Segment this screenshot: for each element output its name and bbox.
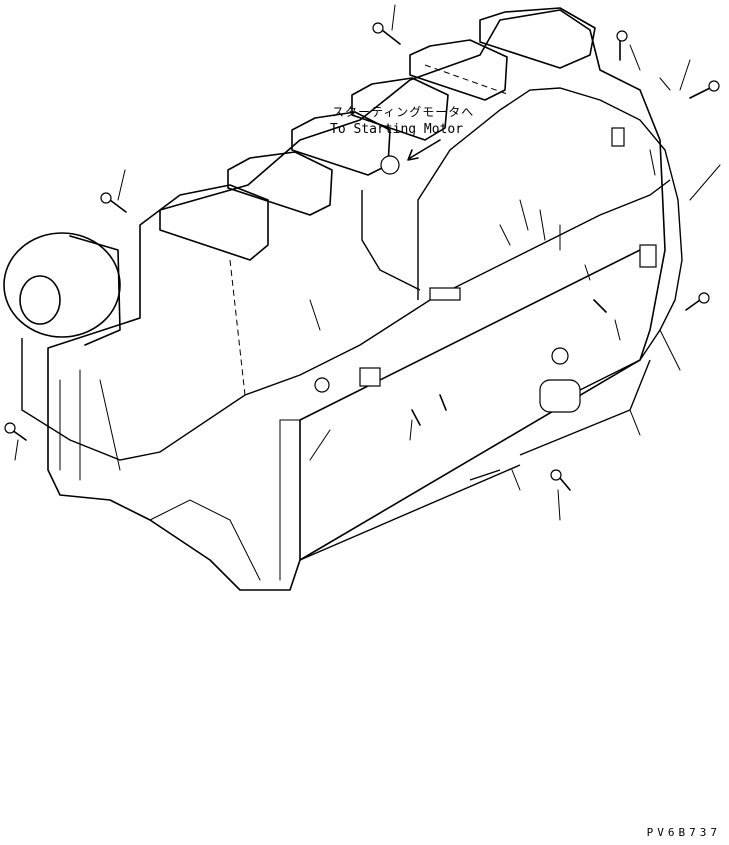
starting-motor-label-jp: スターティングモータへ bbox=[332, 105, 475, 119]
drawing-code: PV6B737 bbox=[646, 826, 721, 839]
starting-motor-arrow bbox=[407, 139, 441, 161]
cylinder-heads bbox=[159, 7, 596, 396]
starting-motor-label-en: To Starting Motor bbox=[330, 122, 464, 137]
leader-lines bbox=[14, 4, 721, 521]
components bbox=[314, 127, 657, 413]
engine-block bbox=[47, 9, 666, 591]
turbocharger bbox=[3, 232, 121, 346]
bolts bbox=[4, 22, 720, 491]
